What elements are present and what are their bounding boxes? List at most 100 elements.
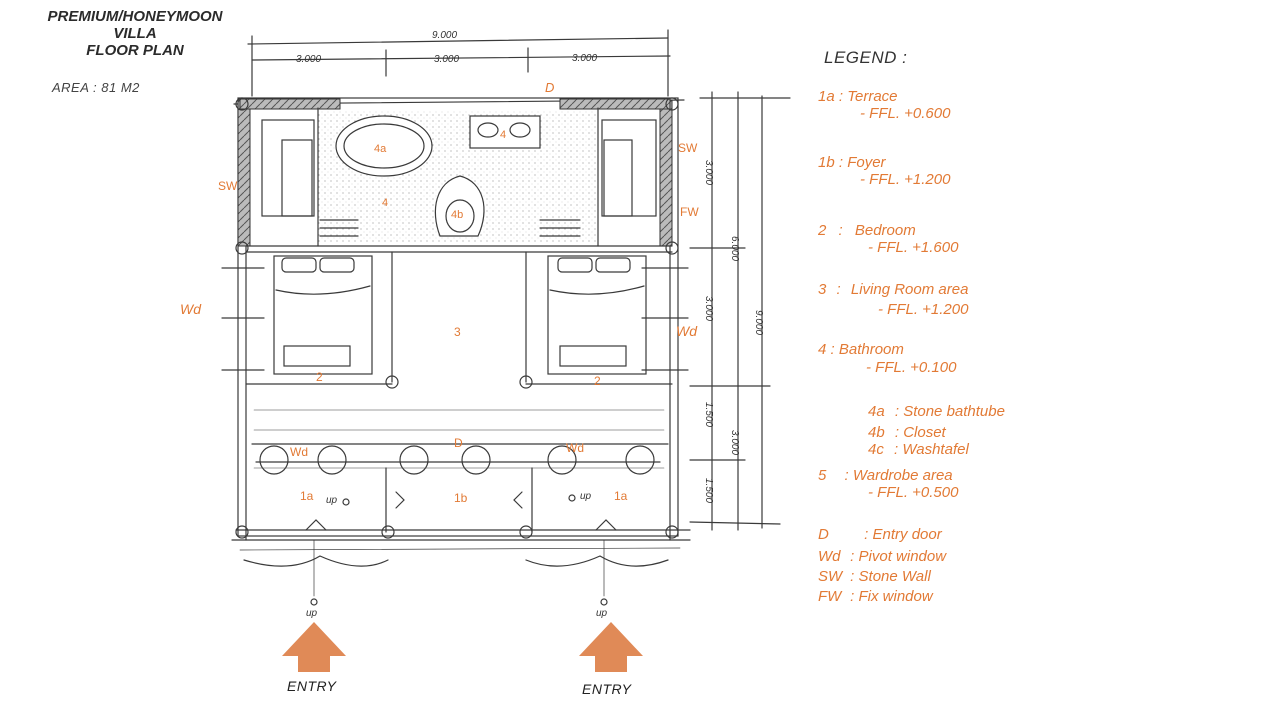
legend-code: D <box>818 526 829 543</box>
dim-side-f: 3.000 <box>729 430 740 455</box>
dim-side-a: 3.000 <box>703 160 714 185</box>
label-room-2-right: 2 <box>594 374 601 388</box>
label-wd-left: Wd <box>180 301 202 317</box>
legend-sep: : <box>830 341 835 358</box>
dim-overall-depth: 9.000 <box>753 310 764 335</box>
entry-label-left: ENTRY <box>287 678 337 694</box>
legend-sep: : <box>894 424 900 441</box>
area-label: AREA : 81 M2 <box>52 80 140 95</box>
legend-sep: : <box>850 588 855 605</box>
label-1a-left: 1a <box>300 489 314 503</box>
label-wd-front-right: Wd <box>566 441 584 455</box>
dim-side-c: 1.500 <box>703 402 714 427</box>
legend-name: Living Room area <box>850 281 969 298</box>
title-line-3: FLOOR PLAN <box>86 42 184 59</box>
label-wd-right: Wd <box>676 323 698 339</box>
entry-label-right: ENTRY <box>582 681 632 697</box>
legend-sep: : <box>850 548 855 565</box>
label-d-top: D <box>545 80 554 95</box>
label-wd-front-left: Wd <box>290 445 308 459</box>
legend-name: Foyer <box>847 154 886 171</box>
label-sw-left: SW <box>218 179 238 193</box>
legend-name: Stone bathtube <box>903 403 1005 420</box>
legend-sep: : <box>894 403 900 420</box>
label-sw-right: SW <box>678 141 698 155</box>
label-up-2: up <box>580 491 592 502</box>
dim-module-3: 3.000 <box>572 53 597 64</box>
legend-code: 5 <box>818 467 827 484</box>
legend-name: Washtafel <box>902 441 969 458</box>
dim-side-d: 1.500 <box>703 478 714 503</box>
plan-title: PREMIUM/HONEYMOON VILLA FLOOR PLAN <box>0 8 270 59</box>
legend-sep: : <box>894 441 899 458</box>
legend-abbr-fw: FW : Fix window <box>818 588 933 605</box>
legend-sep: : <box>850 568 855 585</box>
legend-item-4: 4 : Bathroom - FFL. +0.100 <box>818 341 956 376</box>
legend-ffl: - FFL. +0.600 <box>860 105 951 122</box>
legend-abbr-sw: SW : Stone Wall <box>818 568 931 585</box>
legend-abbr-d: D : Entry door <box>818 526 942 543</box>
legend-sep: : <box>838 88 844 105</box>
legend-sub-4c: 4c : Washtafel <box>868 441 969 458</box>
legend-sep: : <box>838 222 843 239</box>
legend-item-5: 5 : Wardrobe area - FFL. +0.500 <box>818 467 958 501</box>
legend-ffl: - FFL. +1.200 <box>860 171 951 188</box>
legend-name: Pivot window <box>858 548 947 565</box>
dim-module-1: 3.000 <box>296 54 321 65</box>
legend-code: FW <box>818 588 842 605</box>
entry-arrow-left <box>282 622 346 672</box>
legend-name: Bedroom <box>854 222 916 239</box>
legend-ffl: - FFL. +0.500 <box>868 484 959 501</box>
legend-sub-4a: 4a : Stone bathtube <box>868 403 1005 420</box>
legend-ffl: - FFL. +0.100 <box>866 359 957 376</box>
label-4b: 4b <box>451 209 463 221</box>
legend-sep: : <box>836 281 841 298</box>
dim-side-e: 6.000 <box>729 236 740 261</box>
legend-code: SW <box>818 568 843 585</box>
label-room-2-left: 2 <box>316 370 323 384</box>
title-line-2: VILLA <box>113 25 157 42</box>
label-room-3: 3 <box>454 325 461 339</box>
legend-item-3: 3 : Living Room area - FFL. +1.200 <box>818 281 968 318</box>
label-4: 4 <box>382 197 388 209</box>
label-4c: 4 <box>500 129 506 141</box>
dim-overall-width: 9.000 <box>432 30 457 41</box>
title-line-1: PREMIUM/HONEYMOON <box>47 8 223 25</box>
legend-name: Closet <box>903 424 946 441</box>
legend-name: Entry door <box>872 526 942 543</box>
legend-code: 1b <box>818 154 835 171</box>
legend-item-1a: 1a : Terrace - FFL. +0.600 <box>818 88 950 122</box>
legend-ffl: - FFL. +1.200 <box>878 301 969 318</box>
legend-code: 4 <box>818 341 827 358</box>
entry-arrow-right <box>579 622 643 672</box>
legend-code: Wd <box>818 548 841 565</box>
dim-module-2: 3.000 <box>434 54 459 65</box>
label-up-4: up <box>596 608 608 619</box>
legend-sep: : <box>838 154 844 171</box>
legend-name: Bathroom <box>838 341 904 358</box>
legend-name: Fix window <box>858 588 933 605</box>
legend-code: 2 <box>818 222 827 239</box>
label-1a-right: 1a <box>614 489 628 503</box>
label-up-3: up <box>306 608 318 619</box>
legend-code: 1a <box>818 88 835 105</box>
legend-code: 4c <box>868 441 884 458</box>
label-4a: 4a <box>374 143 387 155</box>
label-1b: 1b <box>454 491 468 505</box>
legend-name: Stone Wall <box>858 568 931 585</box>
legend-name: Wardrobe area <box>852 467 953 484</box>
dim-side-b: 3.000 <box>703 296 714 321</box>
floor-plan-drawing: 9.000 3.000 3.000 3.000 3.000 3.000 1.50… <box>180 29 791 672</box>
label-d-front: D <box>454 436 463 450</box>
legend-title: LEGEND : <box>824 48 908 67</box>
legend-name: Terrace <box>847 88 898 105</box>
legend-sep: : <box>844 467 849 484</box>
legend-item-1b: 1b : Foyer - FFL. +1.200 <box>818 154 950 188</box>
legend-sub-4b: 4b : Closet <box>868 424 946 441</box>
legend-ffl: - FFL. +1.600 <box>868 239 959 256</box>
legend-code: 4b <box>868 424 885 441</box>
legend-code: 4a <box>868 403 885 420</box>
label-fw-right: FW <box>680 205 699 219</box>
label-up-1: up <box>326 495 338 506</box>
legend-sep: : <box>864 526 869 543</box>
